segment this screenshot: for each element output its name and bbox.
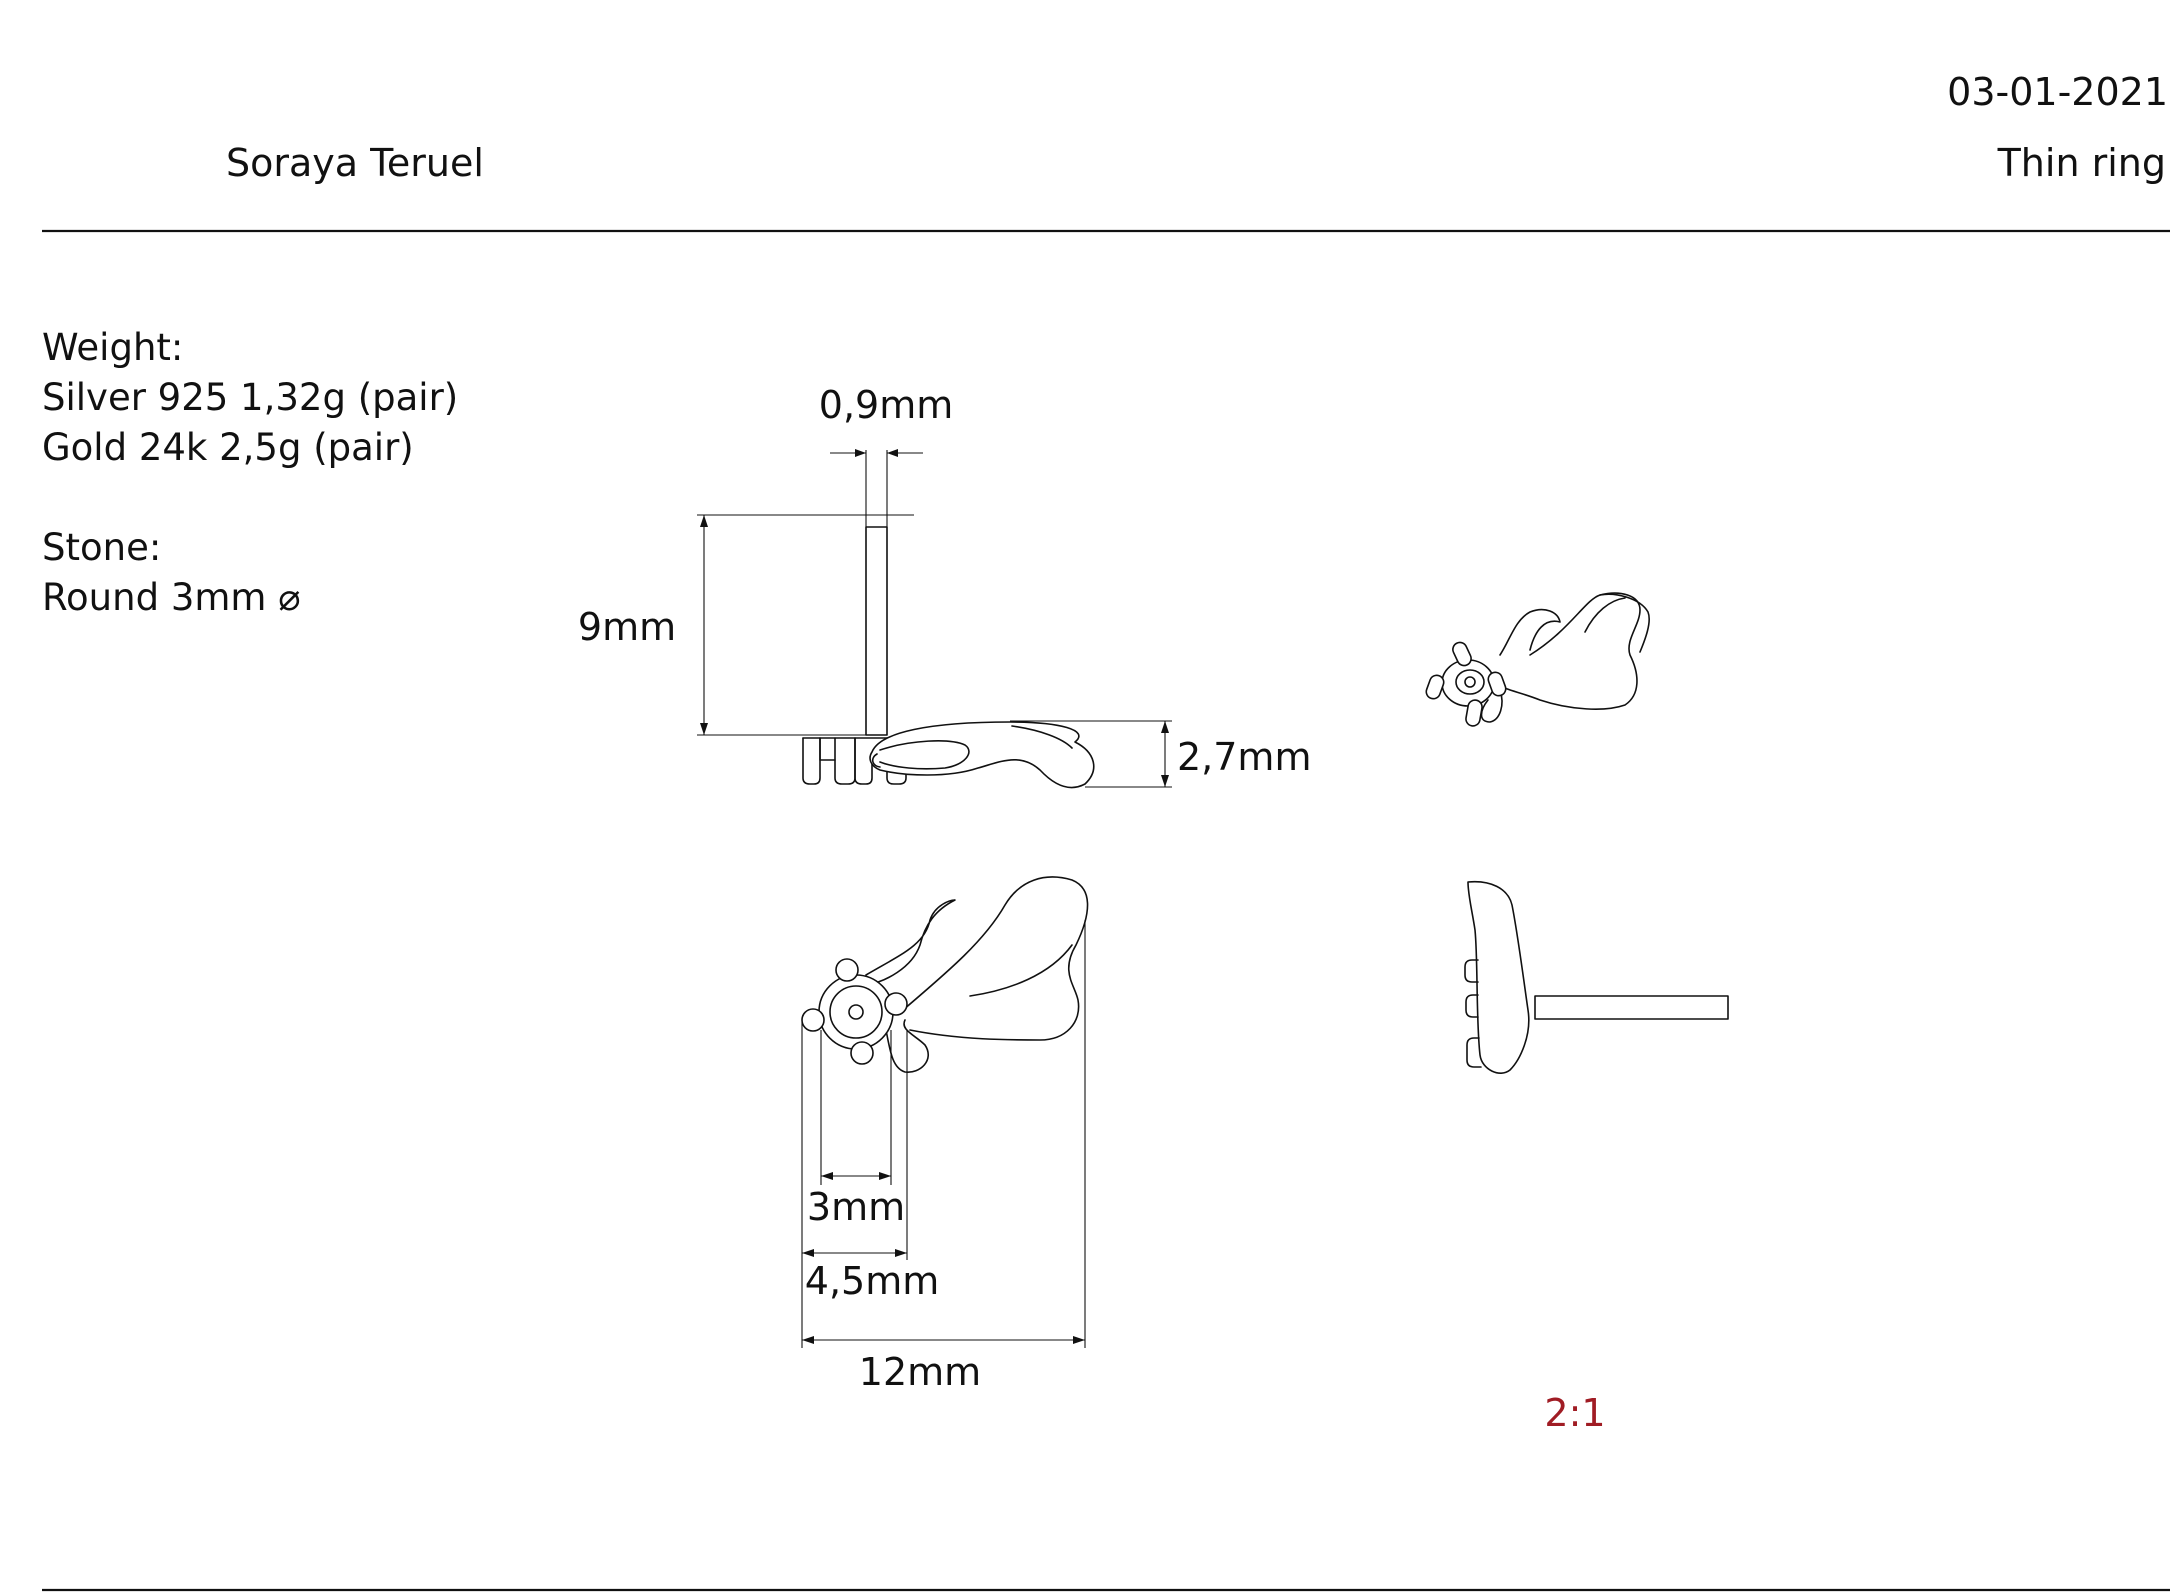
top-view: 3mm 4,5mm 12mm [801, 876, 1089, 1394]
small-petal [879, 740, 970, 770]
prong [884, 992, 908, 1016]
leaf-body [869, 721, 1095, 789]
setting-prong [819, 737, 836, 761]
prong [850, 1041, 874, 1065]
arrowhead [802, 1336, 814, 1344]
weight-silver: Silver 925 1,32g (pair) [42, 376, 458, 419]
prong [801, 1008, 825, 1032]
end-prong [1466, 1037, 1482, 1068]
weight-gold: Gold 24k 2,5g (pair) [42, 426, 414, 469]
pin [865, 526, 888, 736]
leaf-vein [969, 944, 1073, 997]
dim-total-width: 12mm [859, 1350, 981, 1394]
dim-pin-thickness: 0,9mm [819, 383, 953, 427]
dim-head-height: 2,7mm [1177, 735, 1311, 779]
setting-prong [854, 737, 873, 785]
dim-pin-length: 9mm [578, 605, 676, 649]
arrowhead [855, 449, 866, 457]
dim-setting-width: 4,5mm [805, 1259, 939, 1303]
leaf-vein [1011, 725, 1073, 749]
arrowhead [700, 515, 708, 527]
iso-petal [1499, 608, 1561, 656]
drawing-scale: 2:1 [1544, 1391, 1605, 1435]
side-view: 0,9mm 9mm 2,7mm [578, 383, 1311, 789]
iso-prong [1487, 671, 1507, 697]
isometric-view [1425, 592, 1650, 727]
arrowhead [821, 1172, 833, 1180]
arrowhead [879, 1172, 891, 1180]
stone-culet [848, 1004, 864, 1020]
iso-prong [1452, 641, 1472, 667]
lower-petal [885, 1019, 929, 1073]
end-prong [1465, 994, 1479, 1018]
arrowhead [1073, 1336, 1085, 1344]
arrowhead [802, 1249, 814, 1257]
petal-curl [871, 753, 881, 768]
stone-label: Stone: [42, 526, 161, 569]
iso-large-leaf [1499, 592, 1641, 710]
iso-prong [1465, 699, 1483, 727]
stone-spec: Round 3mm ⌀ [42, 576, 301, 619]
product-name: Thin ring [1997, 141, 2166, 185]
setting-prong [886, 737, 907, 785]
end-head [1467, 880, 1530, 1074]
designer-name: Soraya Teruel [226, 141, 484, 185]
arrowhead [1161, 721, 1169, 733]
end-prong [1464, 959, 1479, 983]
end-view [1464, 880, 1729, 1074]
setting-prong [802, 737, 821, 785]
end-pin [1534, 995, 1729, 1020]
arrowhead [1161, 775, 1169, 787]
title-block: Soraya Teruel 03-01-2021 Thin ring [42, 70, 2170, 233]
iso-leaf-edge [1599, 593, 1650, 653]
iso-stone-culet [1464, 676, 1476, 688]
iso-leaf-vein [1584, 597, 1626, 633]
specifications: Weight: Silver 925 1,32g (pair) Gold 24k… [42, 326, 458, 619]
iso-setting [1441, 659, 1495, 707]
stone [829, 985, 883, 1039]
arrowhead [887, 449, 898, 457]
arrowhead [895, 1249, 907, 1257]
large-leaf [902, 876, 1089, 1041]
drawing-date: 03-01-2021 [1947, 70, 2168, 114]
prong [835, 958, 859, 982]
setting-prong [834, 737, 856, 785]
iso-prong [1425, 674, 1445, 700]
arrowhead [700, 723, 708, 735]
dim-stone-diameter: 3mm [807, 1185, 905, 1229]
iso-petal [1480, 689, 1503, 723]
upper-petal [865, 899, 956, 986]
weight-label: Weight: [42, 326, 183, 369]
iso-stone [1455, 669, 1485, 695]
